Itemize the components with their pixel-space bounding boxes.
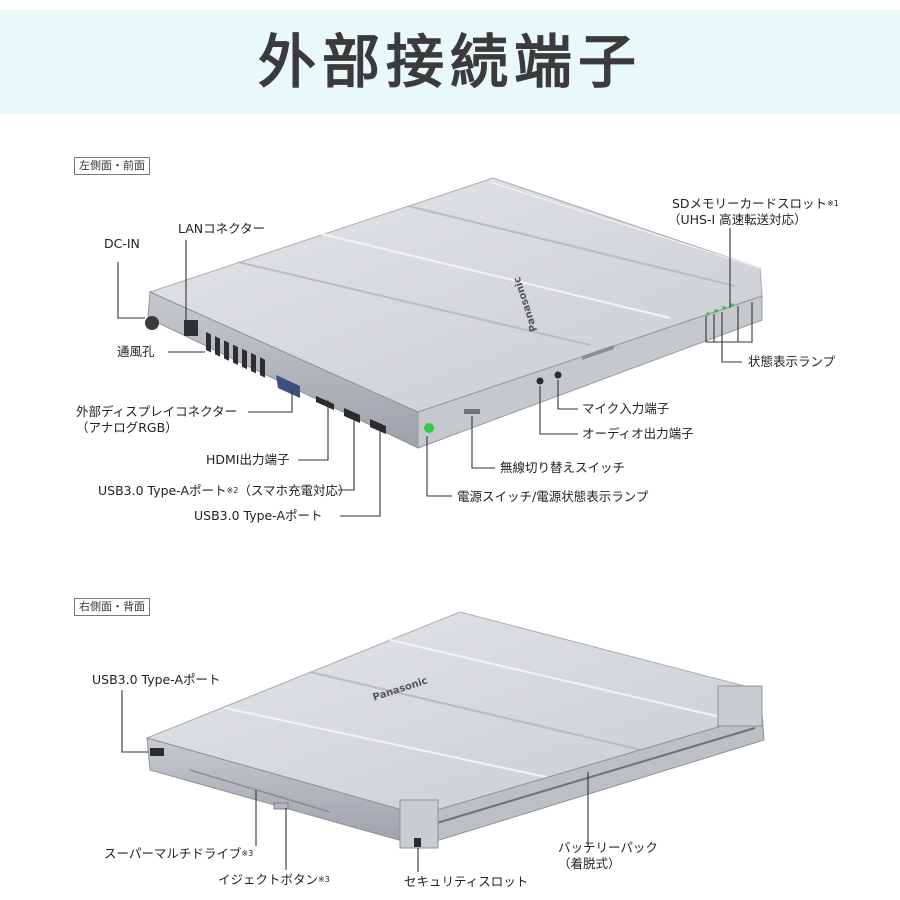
section-tag-left-front: 左側面・前面 — [74, 157, 150, 175]
power-led — [424, 423, 434, 433]
label-hdmi: HDMI出力端子 — [206, 452, 290, 467]
wireless-switch — [464, 409, 480, 414]
label-sd-note: ※1 — [827, 199, 839, 208]
page-title: 外部接続端子 — [257, 28, 642, 96]
label-security: セキュリティスロット — [404, 874, 529, 889]
eject-button — [273, 802, 289, 810]
label-sd-text: SDメモリーカードスロット — [672, 196, 828, 211]
vga-port — [276, 375, 300, 398]
usb-port-2 — [370, 419, 386, 434]
label-drive-note: ※3 — [241, 849, 254, 858]
label-usb-charge: USB3.0 Type-Aポート※2（スマホ充電対応） — [98, 483, 350, 499]
label-audio-out: オーディオ出力端子 — [582, 426, 694, 441]
label-status-lamp: 状態表示ランプ — [748, 354, 836, 369]
laptop-right-view — [145, 611, 765, 849]
usb-port-right — [150, 748, 164, 756]
label-usb-charge-suffix: （スマホ充電対応） — [238, 483, 351, 498]
label-usb-right: USB3.0 Type-Aポート — [92, 672, 221, 687]
leader-lines — [117, 228, 753, 872]
lan-port — [184, 320, 198, 336]
label-vga-sub: （アナログRGB） — [76, 420, 178, 435]
label-battery: バッテリーパック — [558, 840, 658, 855]
label-eject: イジェクトボタン※3 — [218, 872, 330, 888]
optical-drive — [189, 769, 331, 813]
label-eject-text: イジェクトボタン — [218, 872, 319, 887]
mic-jack — [554, 371, 562, 379]
section-tag-right-back: 右側面・背面 — [74, 598, 150, 616]
label-sd: SDメモリーカードスロット※1 — [672, 196, 839, 212]
label-mic: マイク入力端子 — [582, 401, 670, 416]
label-vent: 通風孔 — [117, 344, 155, 359]
laptop-left-view — [145, 177, 763, 449]
status-lamps — [706, 303, 734, 316]
label-sd-sub: （UHS-I 高速転送対応） — [668, 212, 807, 227]
label-eject-note: ※3 — [318, 875, 330, 884]
label-drive: スーパーマルチドライブ※3 — [104, 846, 253, 862]
label-usb-charge-text: USB3.0 Type-Aポート — [98, 483, 227, 498]
hdmi-port — [316, 396, 334, 410]
label-drive-text: スーパーマルチドライブ — [104, 846, 242, 861]
label-lan: LANコネクター — [178, 221, 266, 236]
label-usb: USB3.0 Type-Aポート — [194, 508, 323, 523]
label-power: 電源スイッチ/電源状態表示ランプ — [457, 489, 649, 504]
security-slot — [414, 838, 421, 847]
audio-out-jack — [536, 377, 544, 385]
usb-port-1 — [344, 408, 360, 423]
label-wireless: 無線切り替えスイッチ — [500, 460, 626, 475]
label-dc-in: DC-IN — [104, 236, 140, 251]
label-usb-charge-note: ※2 — [226, 486, 239, 495]
dc-in-port — [145, 316, 159, 330]
label-vga: 外部ディスプレイコネクター — [76, 404, 238, 419]
label-battery-sub: （着脱式） — [558, 856, 621, 871]
vent-grille — [206, 332, 265, 378]
sd-slot — [582, 345, 614, 360]
title-banner — [0, 10, 900, 114]
